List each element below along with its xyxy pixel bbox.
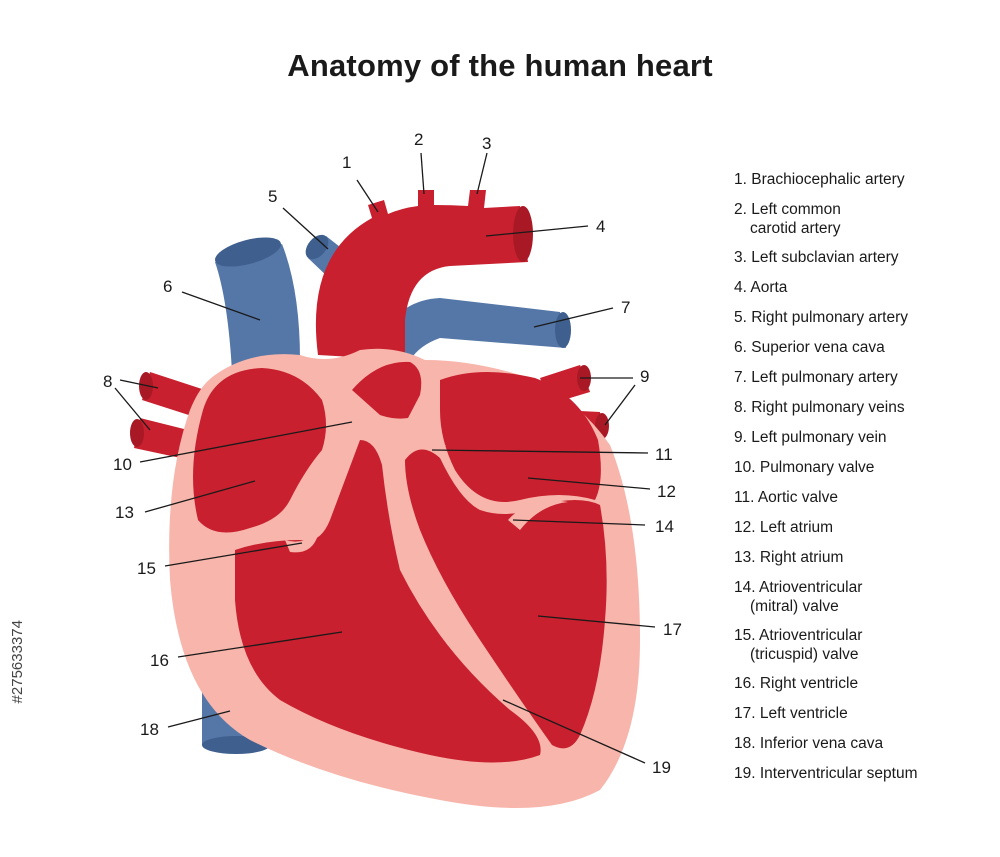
pulmonary-trunk-chamber (352, 361, 422, 419)
legend-item: 15. Atrioventricular (tricuspid) valve (734, 626, 918, 664)
legend-item-label: 18. Inferior vena cava (734, 735, 884, 752)
callout-6: 6 (163, 277, 172, 296)
legend-item: 17. Left ventricle (734, 704, 918, 723)
callout-13: 13 (115, 503, 134, 522)
legend-item: 12. Left atrium (734, 518, 918, 537)
callout-14: 14 (655, 517, 674, 536)
page-title: Anatomy of the human heart (287, 48, 713, 83)
legend-item-label: 12. Left atrium (734, 519, 834, 536)
superior-vena-cava (215, 237, 300, 372)
legend-item-label: 2. Left common (734, 201, 841, 218)
callout-7: 7 (621, 298, 630, 317)
legend-item: 10. Pulmonary valve (734, 458, 918, 477)
callout-12: 12 (657, 482, 676, 501)
callout-18: 18 (140, 720, 159, 739)
legend-item-label: 7. Left pulmonary artery (734, 369, 898, 386)
callout-11: 11 (655, 445, 673, 464)
callout-4: 4 (596, 217, 605, 236)
callout-2: 2 (414, 130, 423, 149)
legend-item-label: 5. Right pulmonary artery (734, 309, 909, 326)
legend-item: 13. Right atrium (734, 548, 918, 567)
callout-1: 1 (342, 153, 351, 172)
callout-19: 19 (652, 758, 671, 777)
legend-item-label: 14. Atrioventricular (734, 579, 863, 596)
legend-item-label-continued: (mitral) valve (750, 598, 839, 615)
legend-item-label: 11. Aortic valve (734, 489, 838, 506)
legend-item: 3. Left subclavian artery (734, 248, 918, 267)
legend-item-label-continued: carotid artery (750, 220, 841, 237)
callout-16: 16 (150, 651, 169, 670)
legend-item-label: 13. Right atrium (734, 549, 844, 566)
legend-item: 14. Atrioventricular (mitral) valve (734, 578, 918, 616)
callout-3: 3 (482, 134, 491, 153)
legend-item: 16. Right ventricle (734, 674, 918, 693)
pulmonary-valve (330, 411, 362, 424)
legend-item-label: 8. Right pulmonary veins (734, 399, 905, 416)
leader-lines (114, 152, 656, 764)
legend-item-label: 17. Left ventricle (734, 705, 848, 722)
legend-item-label: 3. Left subclavian artery (734, 249, 899, 266)
legend-item-label: 15. Atrioventricular (734, 627, 863, 644)
legend-item-label: 10. Pulmonary valve (734, 459, 875, 476)
legend-item: 4. Aorta (734, 278, 918, 297)
legend-item: 1. Brachiocephalic artery (734, 170, 918, 189)
aortic-valve (422, 438, 446, 450)
legend-item-label: 9. Left pulmonary vein (734, 429, 887, 446)
callout-5: 5 (268, 187, 277, 206)
callout-8: 8 (103, 372, 112, 391)
legend-item: 5. Right pulmonary artery (734, 308, 918, 327)
mitral-valve (508, 500, 568, 530)
legend-item: 8. Right pulmonary veins (734, 398, 918, 417)
callout-10: 10 (113, 455, 132, 474)
left-ventricle (405, 449, 607, 749)
legend-item: 6. Superior vena cava (734, 338, 918, 357)
legend-item-label: 16. Right ventricle (734, 675, 859, 692)
legend-item: 9. Left pulmonary vein (734, 428, 918, 447)
legend-item-label: 19. Interventricular septum (734, 765, 918, 782)
callout-17: 17 (663, 620, 682, 639)
right-ventricle (235, 440, 541, 763)
callout-numbers: 1 2 3 4 5 6 7 8 9 10 11 12 13 14 15 16 1… (103, 130, 682, 777)
callout-15: 15 (137, 559, 156, 578)
legend-item-label: 1. Brachiocephalic artery (734, 171, 905, 188)
callout-9: 9 (640, 367, 649, 386)
legend-list: 1. Brachiocephalic artery 2. Left common c… (734, 170, 918, 794)
legend-item: 2. Left common carotid artery (734, 200, 918, 238)
aorta (315, 190, 533, 360)
legend-item: 11. Aortic valve (734, 488, 918, 507)
right-atrium (193, 368, 326, 533)
legend-item: 19. Interventricular septum (734, 764, 918, 783)
left-atrium (440, 371, 601, 502)
legend-item-label: 6. Superior vena cava (734, 339, 885, 356)
legend-item: 7. Left pulmonary artery (734, 368, 918, 387)
legend-item: 18. Inferior vena cava (734, 734, 918, 753)
stock-id-text: #275633374 (9, 620, 26, 704)
legend-item-label: 4. Aorta (734, 279, 788, 296)
legend-item-label-continued: (tricuspid) valve (750, 646, 859, 663)
